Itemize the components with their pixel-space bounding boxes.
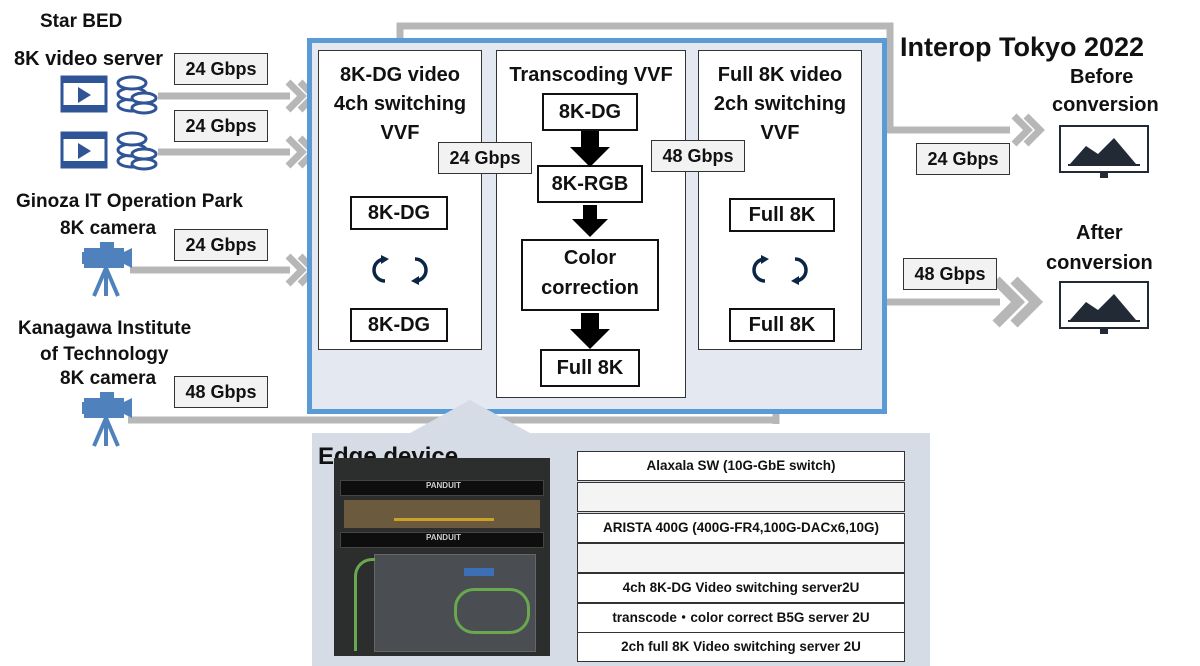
full-box-bottom: Full 8K (729, 308, 835, 342)
transcode-step-rgb: 8K-RGB (537, 165, 643, 203)
after-label-line2: conversion (1046, 252, 1153, 274)
star-bed-label: Star BED (40, 11, 123, 32)
link-speed-badge: 24 Gbps (174, 229, 268, 261)
after-label-line1: After (1076, 222, 1123, 244)
ginoza-label-line1: Ginoza IT Operation Park (16, 191, 243, 212)
link-speed-badge: 24 Gbps (174, 53, 268, 85)
rack-brand-label: PANDUIT (426, 481, 461, 490)
video-server-icon (60, 131, 158, 171)
transcode-title: Transcoding VVF (509, 64, 673, 86)
link-speed-badge: 24 Gbps (916, 143, 1010, 175)
cable-yellow (394, 518, 494, 521)
kanagawa-label-line1: Kanagawa Institute (18, 318, 192, 339)
vvf-dg-title-line3: VVF (380, 122, 420, 144)
cable-blue (464, 568, 494, 576)
transcode-step-color: Color correction (521, 239, 659, 311)
camera-icon (82, 392, 132, 447)
ginoza-label-line2: 8K camera (60, 218, 157, 239)
transcode-step-dg: 8K-DG (542, 93, 638, 131)
before-label-line1: Before (1070, 66, 1134, 88)
down-arrow-icon (572, 205, 608, 237)
vvf-full-panel: Full 8K video 2ch switching VVF Full 8K … (698, 50, 862, 350)
edge-spec-row (577, 543, 905, 573)
video-server-icon (60, 75, 158, 115)
kanagawa-label-line2: of Technology (40, 344, 169, 365)
edge-pointer (410, 400, 530, 433)
link-speed-badge: 24 Gbps (438, 142, 532, 174)
down-arrow-icon (570, 131, 610, 167)
transcode-step-full8k: Full 8K (540, 349, 640, 387)
link-speed-badge: 24 Gbps (174, 110, 268, 142)
monitor-icon (1059, 125, 1149, 178)
link-speed-badge: 48 Gbps (651, 140, 745, 172)
edge-spec-row: ARISTA 400G (400G-FR4,100G-DACx6,10G) (577, 513, 905, 543)
dg-box-bottom: 8K-DG (350, 308, 448, 342)
switch-cycle-icon (372, 255, 428, 285)
monitor-icon (1059, 281, 1149, 334)
edge-spec-row: 4ch 8K-DG Video switching server2U (577, 573, 905, 603)
page-title: Interop Tokyo 2022 (900, 32, 1145, 62)
vvf-dg-title-line1: 8K-DG video (339, 64, 461, 86)
vvf-dg-title-line2: 4ch switching (333, 93, 467, 115)
rack-brand-label: PANDUIT (426, 533, 461, 542)
color-correction-line1: Color (563, 247, 617, 269)
vvf-dg-panel: 8K-DG video 4ch switching VVF 8K-DG 8K-D… (318, 50, 482, 350)
down-arrow-icon (570, 313, 610, 349)
vvf-full-title-line3: VVF (760, 122, 800, 144)
link-speed-badge: 48 Gbps (174, 376, 268, 408)
vvf-transcode-panel: Transcoding VVF 8K-DG 8K-RGB Color corre… (496, 50, 686, 398)
edge-spec-row: 2ch full 8K Video switching server 2U (577, 632, 905, 662)
edge-spec-row: Alaxala SW (10G-GbE switch) (577, 451, 905, 481)
before-label-line2: conversion (1052, 94, 1159, 116)
kanagawa-label-line3: 8K camera (60, 368, 157, 389)
link-speed-badge: 48 Gbps (903, 258, 997, 290)
vvf-full-title-line2: 2ch switching (713, 93, 847, 115)
full-box-top: Full 8K (729, 198, 835, 232)
rack-unit (340, 480, 544, 496)
edge-spec-row (577, 482, 905, 512)
color-correction-line2: correction (541, 277, 639, 299)
rack-cable-band (344, 500, 540, 528)
switch-cycle-icon (752, 255, 808, 285)
camera-icon (82, 242, 132, 297)
edge-spec-row: transcode・color correct B5G server 2U (577, 603, 905, 633)
cable-green (454, 588, 530, 634)
dg-box-top: 8K-DG (350, 196, 448, 230)
cable-green (354, 558, 375, 651)
vvf-full-title-line1: Full 8K video (717, 64, 843, 86)
edge-device-photo: PANDUIT PANDUIT (334, 458, 550, 656)
video-server-label: 8K video server (14, 48, 163, 70)
rack-unit (340, 532, 544, 548)
